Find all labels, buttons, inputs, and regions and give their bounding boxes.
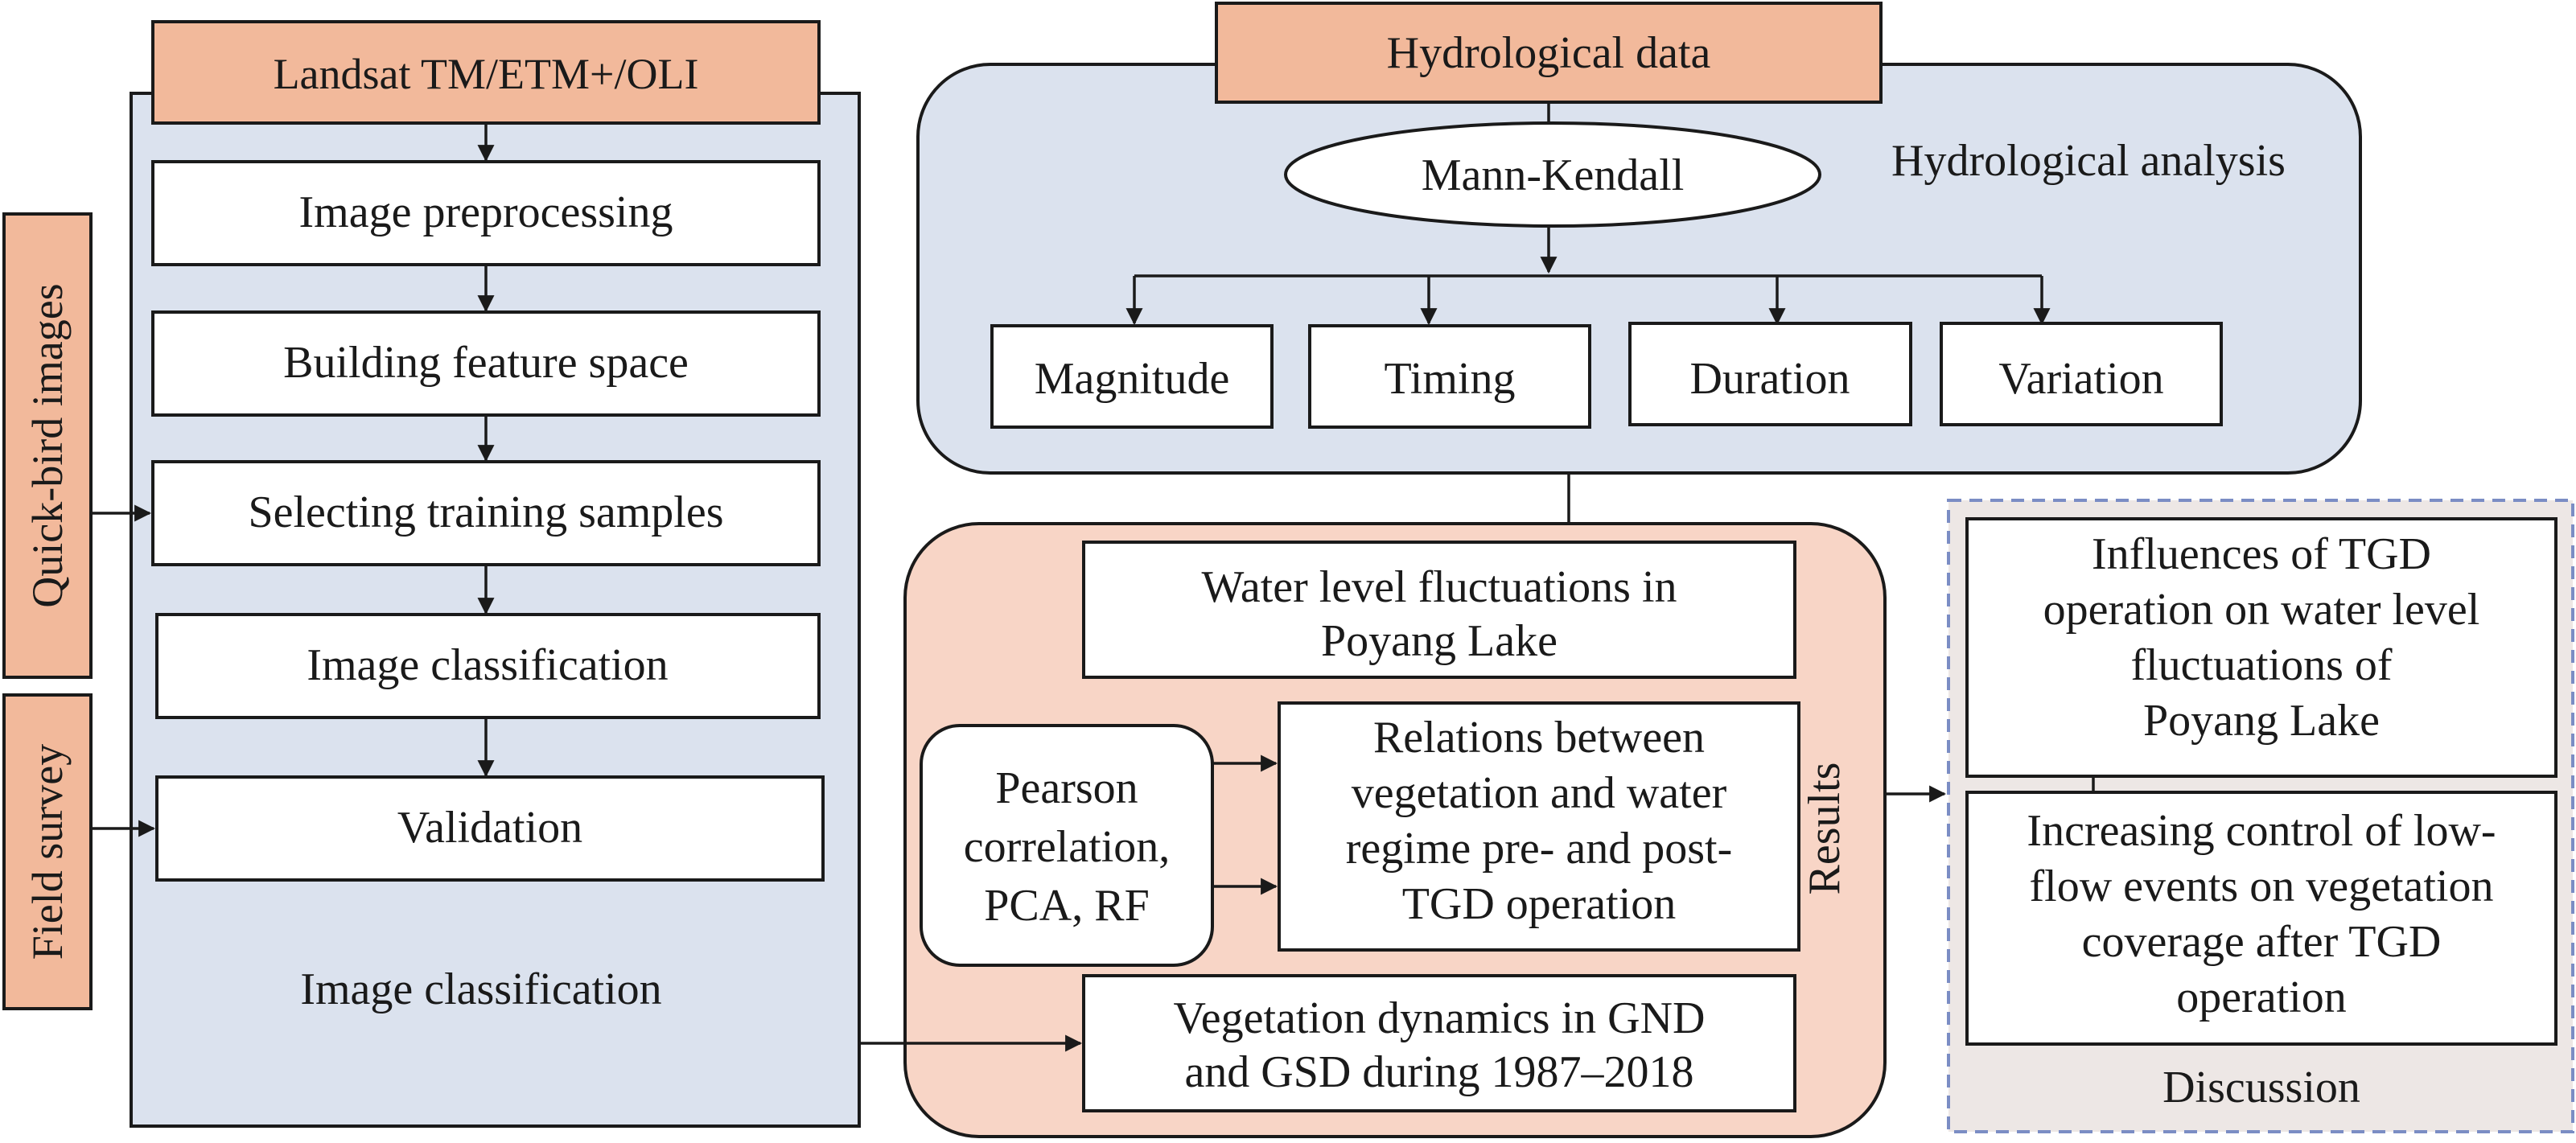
methods-line-1: Pearson (995, 763, 1138, 813)
hydrological-source-label: Hydrological data (1387, 28, 1711, 78)
water-level-line-1: Water level fluctuations in (1201, 562, 1677, 612)
step-building-feature-space (151, 310, 821, 417)
relations-line-4: TGD operation (1402, 879, 1677, 929)
step-building-feature-space-label: Building feature space (283, 338, 689, 388)
attribute-variation-box (1940, 322, 2223, 426)
results-panel-label: Results (1800, 763, 1850, 895)
hydrological-panel: Hydrological data Mann-Kendall Hydrologi… (916, 2, 2362, 475)
mann-kendall-ellipse (1284, 121, 1821, 228)
water-level-box (1082, 541, 1796, 679)
water-level-line-2: Poyang Lake (1321, 616, 1558, 666)
mann-kendall-label: Mann-Kendall (1422, 150, 1685, 200)
discussion-panel: Influences of TGD operation on water lev… (1947, 499, 2574, 1133)
attribute-magnitude-box (990, 324, 1274, 429)
step-selecting-training-samples-label: Selecting training samples (249, 487, 724, 537)
methods-box (920, 724, 1214, 967)
landsat-source-box (151, 20, 821, 125)
quickbird-box (2, 212, 93, 679)
control-line-2: flow events on vegetation (2030, 861, 2494, 911)
step-image-classification-label: Image classification (307, 640, 668, 690)
attribute-duration-label: Duration (1689, 354, 1850, 404)
hydrological-source-box (1215, 2, 1883, 104)
control-line-1: Increasing control of low- (2027, 806, 2496, 856)
hydrological-panel-label: Hydrological analysis (1891, 136, 2286, 186)
image-classification-panel-label: Image classification (300, 964, 661, 1014)
relations-box (1278, 701, 1800, 952)
influences-line-1: Influences of TGD (2092, 529, 2431, 579)
field-survey-box (2, 693, 93, 1010)
vegetation-dynamics-line-2: and GSD during 1987–2018 (1184, 1047, 1693, 1097)
field-survey-label: Field survey (23, 744, 72, 960)
image-classification-panel: Landsat TM/ETM+/OLI Image preprocessing … (130, 20, 861, 1128)
attribute-timing-label: Timing (1385, 354, 1516, 404)
landsat-source-label: Landsat TM/ETM+/OLI (274, 50, 699, 98)
relations-line-3: regime pre- and post- (1346, 824, 1732, 874)
attribute-magnitude-label: Magnitude (1035, 354, 1230, 404)
step-image-preprocessing-label: Image preprocessing (299, 187, 673, 237)
control-line-3: coverage after TGD (2082, 917, 2442, 967)
relations-line-1: Relations between (1373, 713, 1705, 763)
results-panel: Water level fluctuations in Poyang Lake … (903, 522, 1887, 1138)
influences-line-4: Poyang Lake (2143, 696, 2380, 746)
control-box (1965, 791, 2557, 1046)
vegetation-dynamics-box (1082, 974, 1796, 1112)
step-image-classification (155, 613, 821, 719)
methods-line-2: correlation, (964, 822, 1171, 872)
step-validation-label: Validation (397, 803, 582, 853)
discussion-panel-label: Discussion (2162, 1063, 2360, 1112)
attribute-duration-box (1628, 322, 1912, 426)
influences-line-2: operation on water level (2043, 585, 2480, 635)
influences-box (1965, 517, 2557, 778)
control-line-4: operation (2176, 972, 2346, 1022)
relations-line-2: vegetation and water (1352, 768, 1727, 818)
quickbird-label: Quick-bird images (23, 283, 72, 607)
attribute-timing-box (1308, 324, 1591, 429)
attribute-variation-label: Variation (1998, 354, 2163, 404)
step-validation (155, 775, 825, 882)
influences-line-3: fluctuations of (2130, 640, 2392, 690)
side-inputs: Quick-bird images Field survey (2, 212, 156, 1010)
vegetation-dynamics-line-1: Vegetation dynamics in GND (1174, 993, 1706, 1043)
methods-line-3: PCA, RF (984, 881, 1149, 931)
